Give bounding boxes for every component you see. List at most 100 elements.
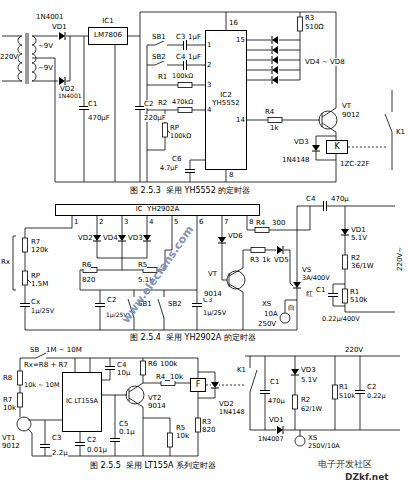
part-label: 8 <box>229 171 233 179</box>
component-part <box>20 304 30 307</box>
part-label: 1N4148 <box>282 156 310 164</box>
part-label: 250V/10A <box>308 443 340 450</box>
part-number: K <box>334 143 339 152</box>
part-label: VD5 <box>274 256 289 264</box>
part-label: 250V <box>258 320 276 328</box>
part-label: VD2 <box>78 234 93 242</box>
part-label: 3A/400V <box>302 275 330 282</box>
part-label: 1ZC-22F <box>340 160 370 168</box>
component-part <box>251 248 265 253</box>
part-label: C4 <box>117 361 126 369</box>
part-label: SB2 <box>152 53 166 61</box>
part-label: C1 <box>270 378 279 386</box>
part-label: 5.1V <box>351 234 367 242</box>
part-label: K1 <box>237 366 246 374</box>
part-label: R7 <box>3 396 12 404</box>
part-label: R3 <box>202 418 211 426</box>
part-label: R2 <box>158 99 167 107</box>
part-label: XS <box>308 434 317 442</box>
component-part <box>271 66 279 74</box>
ic-box: IC1LM7806 <box>88 27 128 45</box>
part-label: C2 <box>87 436 96 444</box>
component-part <box>184 60 187 70</box>
part-label: 10k ~ 10M <box>24 382 60 389</box>
ic-box: IC LT155A <box>62 372 102 432</box>
part-label: R4 <box>256 219 265 227</box>
component-part <box>271 36 279 44</box>
part-label: R6 <box>148 360 157 368</box>
wire-part <box>32 12 392 182</box>
part-label: C6 <box>172 155 181 163</box>
part-label: 4 <box>149 218 153 226</box>
part-label: SB1 <box>152 33 166 41</box>
part-label: R3 <box>250 256 259 264</box>
wire-part <box>227 271 245 289</box>
component-part <box>276 426 284 434</box>
component-part <box>75 443 85 446</box>
wire-part <box>17 417 31 431</box>
part-label: 4.7μF <box>160 165 178 172</box>
part-label: 470kΩ <box>172 99 193 106</box>
part-label: 220V <box>345 346 363 354</box>
part-label: 7 <box>224 218 228 226</box>
part-label: VD1 <box>52 23 67 31</box>
part-label: VD2 <box>219 400 234 408</box>
component-part <box>105 367 115 370</box>
component-part <box>58 32 66 40</box>
part-number: IC2 <box>220 92 231 100</box>
part-label: 470μF <box>88 114 110 122</box>
part-label: VD1 <box>351 226 366 234</box>
component-part <box>218 237 226 243</box>
part-label: 820 <box>202 426 215 434</box>
part-label: 1μ/25V <box>31 308 54 315</box>
part-label: 470μ <box>268 398 285 405</box>
part-label: RP <box>31 272 40 280</box>
component-part <box>293 395 298 409</box>
part-label: 10k <box>3 404 16 412</box>
part-label: 0.22μ <box>367 393 386 400</box>
part-label: 100kΩ <box>170 133 191 140</box>
component-part <box>163 123 168 137</box>
component-part <box>58 77 66 85</box>
part-label: R2 <box>301 396 310 404</box>
part-label: 9014 <box>204 290 222 298</box>
component-part <box>343 255 348 269</box>
part-label: 1N4007 <box>258 436 284 443</box>
part-label: 1N4001 <box>36 13 64 21</box>
component-part <box>271 46 279 54</box>
part-label: 1 <box>207 41 211 49</box>
part-label: R8 <box>3 374 12 382</box>
part-label: XS <box>262 300 271 308</box>
component-part <box>291 369 299 375</box>
part-label: 1μ/25V <box>203 310 226 317</box>
part-label: C1 <box>88 100 97 108</box>
component-part <box>18 393 23 407</box>
part-label: C5 <box>119 420 128 428</box>
component-part <box>95 304 105 307</box>
component-part <box>268 118 282 123</box>
part-label: ~9V <box>38 64 53 72</box>
ic-box: IC YH2902A <box>55 204 260 216</box>
component-part <box>271 56 279 64</box>
part-label: C1 <box>316 286 325 294</box>
part-label: R4 <box>156 373 165 381</box>
part-label: VT <box>342 102 351 110</box>
part-label: VT <box>208 270 217 278</box>
wire-part <box>295 436 305 446</box>
component-part <box>298 17 303 31</box>
part-label: 1k <box>262 256 271 264</box>
part-label: 510k <box>350 296 367 304</box>
part-label: 300 <box>272 219 285 227</box>
part-label: 0.01μ <box>87 446 107 454</box>
component-part <box>18 371 23 385</box>
part-label: C2 <box>367 383 376 391</box>
component-part <box>355 391 365 394</box>
component-part <box>93 235 101 241</box>
part-label: SB <box>30 346 39 354</box>
component-part <box>178 83 192 88</box>
component-part <box>312 145 320 151</box>
wire-part <box>126 386 144 404</box>
part-number: F <box>196 381 201 390</box>
part-label: VD4 <box>103 234 118 242</box>
